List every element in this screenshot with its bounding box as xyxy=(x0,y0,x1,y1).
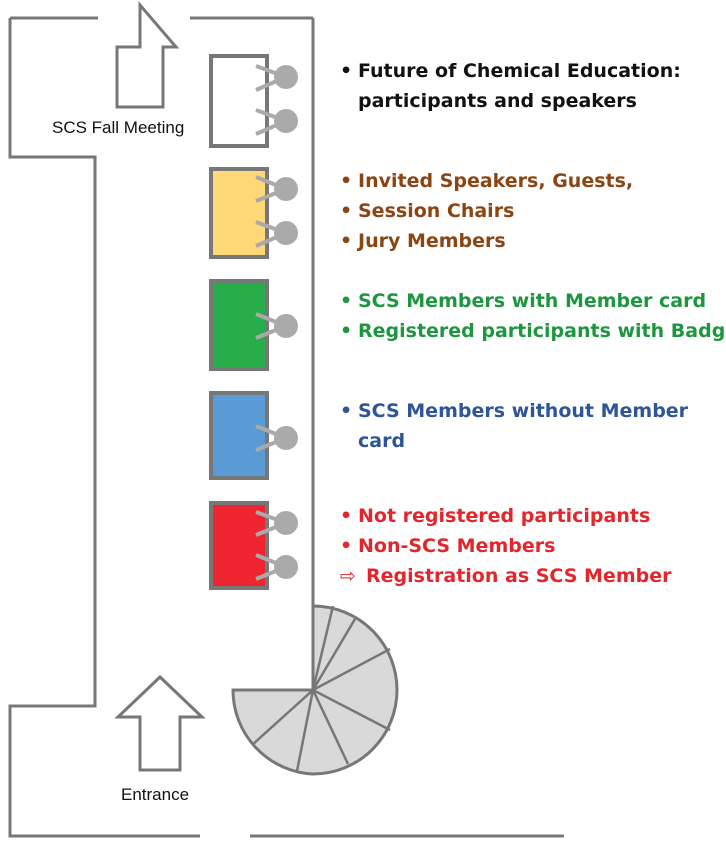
staff-3-icon xyxy=(274,314,298,338)
staff-2a-icon xyxy=(274,177,298,201)
staff-5a-icon xyxy=(274,511,298,535)
legend-text: card xyxy=(358,430,406,452)
exit-arrow-icon xyxy=(115,0,180,109)
staff-5b-icon xyxy=(274,555,298,579)
legend-item: • Session Chairs xyxy=(340,196,633,226)
legend-item: • SCS Members without Member xyxy=(340,396,688,426)
legend-text: Registration as SCS Member xyxy=(366,565,672,587)
bullet-marker: • xyxy=(340,230,353,252)
desk-5 xyxy=(209,501,298,590)
bullet-marker: • xyxy=(340,535,353,557)
legend-text: Jury Members xyxy=(358,230,506,252)
legend-text: SCS Members with Member card xyxy=(358,290,707,312)
desk-2-legend: • Invited Speakers, Guests, • Session Ch… xyxy=(340,166,633,256)
top-exit-label: SCS Fall Meeting xyxy=(52,118,185,137)
bullet-marker: • xyxy=(340,320,353,342)
staff-4-icon xyxy=(274,426,298,450)
legend-item: • Future of Chemical Education: xyxy=(340,56,681,86)
staff-2b-icon xyxy=(274,221,298,245)
desk-3 xyxy=(209,279,298,371)
arrow-right-icon: ⇨ xyxy=(340,565,356,587)
bullet-marker: • xyxy=(340,290,353,312)
desk-3-legend: • SCS Members with Member card • Registe… xyxy=(340,286,726,346)
bullet-marker xyxy=(340,426,358,456)
entrance-arrow-icon xyxy=(114,674,206,772)
legend-item: • Invited Speakers, Guests, xyxy=(340,166,633,196)
legend-text: Session Chairs xyxy=(358,200,515,222)
staff-1b-icon xyxy=(274,109,298,133)
legend-text: SCS Members without Member xyxy=(358,400,689,422)
bullet-marker: • xyxy=(340,400,353,422)
bullet-marker: • xyxy=(340,505,353,527)
bullet-marker: • xyxy=(340,200,353,222)
legend-text: Not registered participants xyxy=(358,505,651,527)
desk-1 xyxy=(209,54,298,148)
desk-1-legend: • Future of Chemical Education: particip… xyxy=(340,56,681,116)
legend-item: • Non-SCS Members xyxy=(340,531,671,561)
desk-1-table xyxy=(209,54,269,148)
walls xyxy=(8,16,564,838)
desk-4-table xyxy=(209,391,269,480)
legend-text: Non-SCS Members xyxy=(358,535,556,557)
staff-1a-icon xyxy=(274,65,298,89)
legend-item: card xyxy=(340,426,688,456)
desk-5-table xyxy=(209,501,269,590)
wall-upper-left xyxy=(8,18,200,838)
legend-text: Invited Speakers, Guests, xyxy=(358,170,634,192)
desk-5-legend: • Not registered participants • Non-SCS … xyxy=(340,501,671,591)
legend-text: participants and speakers xyxy=(358,90,637,112)
legend-item: participants and speakers xyxy=(340,86,681,116)
legend-item: • Jury Members xyxy=(340,226,633,256)
desk-4-legend: • SCS Members without Member card xyxy=(340,396,688,456)
entrance-label: Entrance xyxy=(121,785,190,804)
legend-item: • SCS Members with Member card xyxy=(340,286,726,316)
legend-item: • Registered participants with Badge xyxy=(340,316,726,346)
revolving-door-icon xyxy=(231,604,399,776)
bullet-marker: • xyxy=(340,170,353,192)
desk-2 xyxy=(209,167,298,259)
bullet-marker xyxy=(340,86,358,116)
bullet-marker: • xyxy=(340,60,353,82)
desk-3-table xyxy=(209,279,269,371)
desk-2-table xyxy=(209,167,269,259)
legend-item: ⇨ Registration as SCS Member xyxy=(340,561,671,591)
desk-4 xyxy=(209,391,298,480)
legend-text: Future of Chemical Education: xyxy=(358,60,681,82)
legend-item: • Not registered participants xyxy=(340,501,671,531)
legend-text: Registered participants with Badge xyxy=(358,320,726,342)
